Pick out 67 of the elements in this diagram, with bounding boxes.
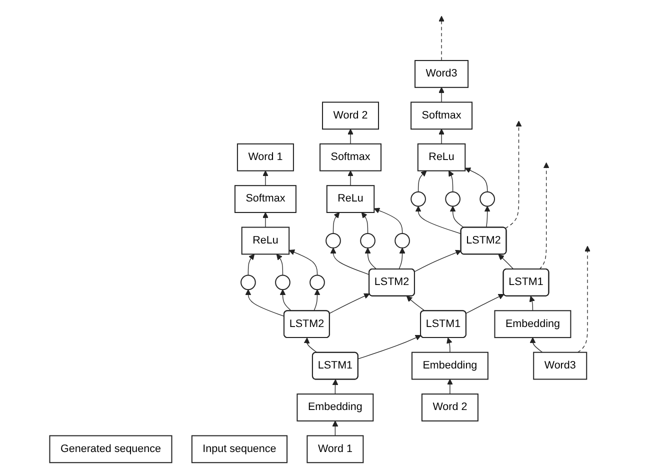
arrow <box>438 16 444 61</box>
arrow <box>248 254 255 276</box>
arrow <box>539 162 550 270</box>
arrow <box>276 254 284 276</box>
arrow <box>464 168 488 192</box>
node-box: Embedding <box>494 310 572 338</box>
arrow <box>438 128 444 144</box>
node-box: Word 1 <box>306 435 364 464</box>
arrow <box>406 296 426 312</box>
arrow <box>450 206 464 228</box>
arrow <box>438 87 444 103</box>
node-box: ReLu <box>241 226 290 255</box>
arrow <box>448 170 454 192</box>
node-circle <box>480 191 496 207</box>
node-box: Embedding <box>411 352 488 380</box>
arrow <box>332 379 338 394</box>
arrow <box>466 294 504 314</box>
node-box: Word 2 <box>322 102 380 130</box>
node-box: Generated sequence <box>49 435 172 464</box>
node-box: ReLu <box>417 143 466 172</box>
arrow <box>348 170 354 186</box>
arrow <box>498 254 514 270</box>
node-circle <box>360 233 376 248</box>
arrow <box>348 128 354 144</box>
arrow <box>529 296 536 311</box>
node-circle <box>445 191 460 207</box>
node-circle <box>310 274 325 290</box>
node-box: Softmax <box>320 143 382 172</box>
arrow <box>505 120 522 229</box>
node-box: Embedding <box>296 394 374 422</box>
node-box: Input sequence <box>191 435 288 464</box>
arrow <box>364 248 377 270</box>
arrow <box>332 420 338 436</box>
arrow <box>262 170 268 186</box>
node-box: Word 1 <box>236 143 294 172</box>
arrow <box>447 378 453 394</box>
arrow <box>262 212 268 228</box>
node-circle <box>326 233 341 248</box>
node-box: Softmax <box>410 102 473 130</box>
arrow <box>288 249 318 276</box>
node-box: Word3 <box>414 60 469 88</box>
arrow <box>329 293 370 314</box>
arrow <box>330 248 370 275</box>
arrow <box>418 170 427 192</box>
arrow <box>398 248 406 270</box>
arrow <box>415 206 462 234</box>
arrow <box>414 250 462 272</box>
node-circle <box>410 191 426 207</box>
arrow <box>361 212 368 234</box>
arrow <box>245 289 285 317</box>
node-circle <box>394 233 410 248</box>
arrow <box>577 246 590 353</box>
arrow <box>374 208 403 234</box>
arrow <box>484 206 490 228</box>
node-circle <box>240 274 256 290</box>
node-box: Word3 <box>533 352 588 380</box>
arrow <box>332 212 340 234</box>
arrow <box>530 337 543 353</box>
arrow <box>446 338 452 353</box>
arrow <box>304 338 318 354</box>
node-box: Word 2 <box>421 394 478 422</box>
node-box: ReLu <box>326 185 375 213</box>
arrow <box>314 289 320 312</box>
arrow <box>358 334 422 360</box>
node-box: Softmax <box>234 185 296 213</box>
node-circle <box>275 274 290 290</box>
arrow <box>280 289 292 312</box>
